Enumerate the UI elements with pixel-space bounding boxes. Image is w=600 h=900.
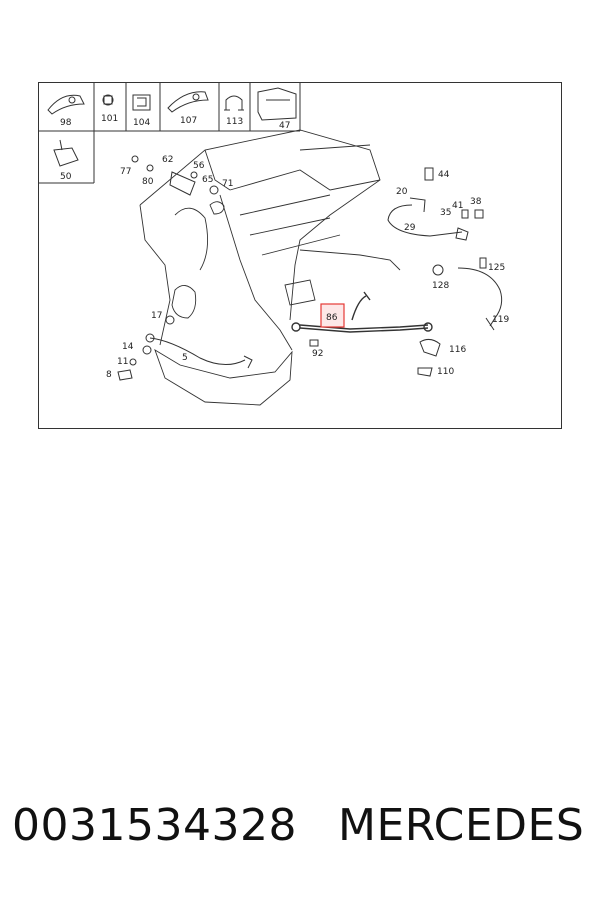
bracket-icon — [224, 95, 244, 111]
callout-116: 116 — [449, 345, 466, 355]
legend-label-98: 98 — [60, 118, 72, 128]
callout-119: 119 — [492, 315, 509, 325]
callout-5: 5 — [182, 353, 188, 363]
callout-128: 128 — [432, 281, 449, 291]
sensor-cable-left — [145, 333, 253, 369]
callout-41: 41 — [452, 201, 463, 211]
clip-icon-2 — [53, 139, 79, 167]
clamp-icon-2 — [167, 91, 209, 113]
callout-62: 62 — [162, 155, 173, 165]
callout-11: 11 — [117, 357, 128, 367]
callout-20: 20 — [396, 187, 408, 197]
legend-label-50: 50 — [60, 172, 72, 182]
callout-71: 71 — [222, 179, 233, 189]
highlight-box — [320, 303, 345, 328]
callout-56: 56 — [193, 161, 205, 171]
callout-86-highlighted: 86 — [326, 313, 338, 323]
part-number: 0031534328 — [12, 800, 297, 851]
callout-17: 17 — [151, 311, 162, 321]
callout-65: 65 — [202, 175, 213, 185]
legend-label-104: 104 — [133, 118, 150, 128]
footer: 0031534328 MERCEDES — [12, 800, 592, 860]
brand-name: MERCEDES — [338, 800, 585, 851]
callout-38: 38 — [470, 197, 482, 207]
cover-icon — [257, 87, 297, 121]
callout-29: 29 — [404, 223, 416, 233]
callout-44: 44 — [438, 170, 450, 180]
sensor-cable-right-lower — [457, 267, 503, 331]
callout-8: 8 — [106, 370, 112, 380]
legend-label-47: 47 — [279, 121, 290, 131]
legend-grid — [38, 82, 301, 184]
callout-110: 110 — [437, 367, 454, 377]
clip-icon — [132, 94, 151, 111]
engine-block-drawing — [139, 129, 401, 406]
sensor-cable-right-upper — [387, 197, 469, 241]
small-parts — [117, 155, 487, 381]
callout-14: 14 — [122, 342, 134, 352]
legend-label-113: 113 — [226, 117, 243, 127]
callout-80: 80 — [142, 177, 154, 187]
callout-125: 125 — [488, 263, 505, 273]
callout-35: 35 — [440, 208, 451, 218]
legend-label-101: 101 — [101, 114, 118, 124]
legend-label-107: 107 — [180, 116, 197, 126]
nut-icon — [102, 94, 114, 106]
callout-92: 92 — [312, 349, 323, 359]
callout-77: 77 — [120, 167, 131, 177]
clamp-icon — [47, 94, 85, 115]
